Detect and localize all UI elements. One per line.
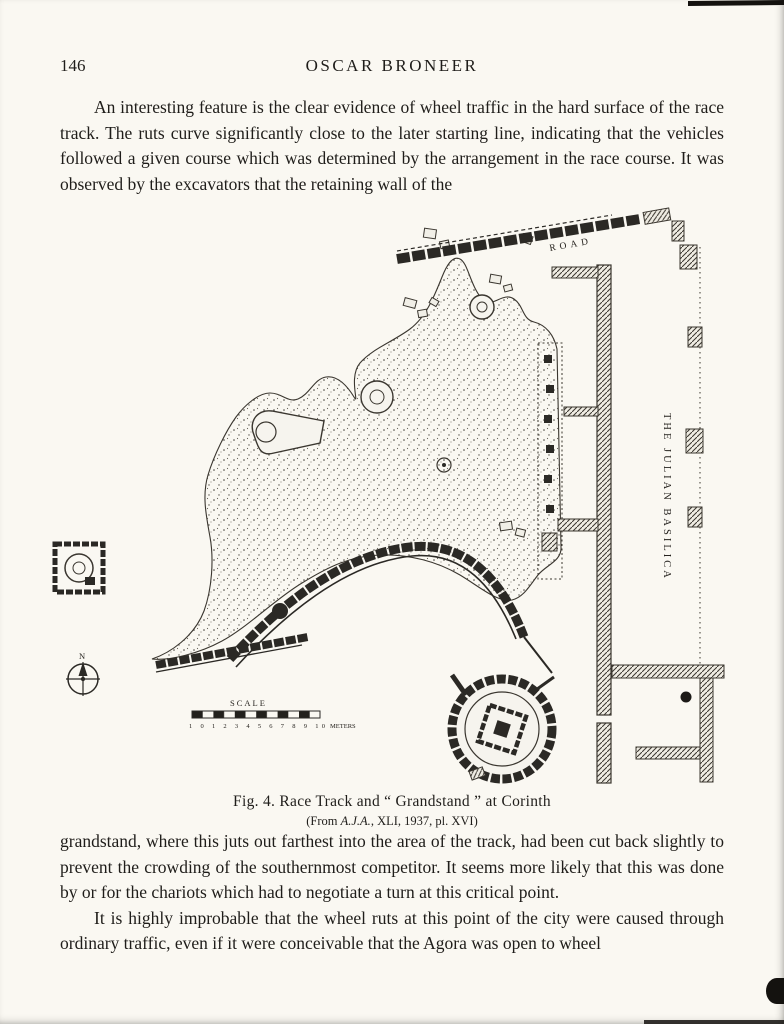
- paragraph-2: grandstand, where this juts out farthest…: [60, 831, 724, 902]
- figure-source: (From A.J.A., XLI, 1937, pl. XVI): [0, 814, 784, 829]
- scan-artifact-bottom-right: [766, 978, 784, 1004]
- circular-features: [360, 294, 495, 473]
- scale-title: SCALE: [230, 698, 267, 708]
- running-head: OSCAR BRONEER: [305, 56, 479, 75]
- figure-caption-block: Fig. 4. Race Track and “ Grandstand ” at…: [0, 793, 784, 829]
- figure-source-prefix: (From: [306, 814, 341, 828]
- basilica-label: THE JULIAN BASILICA: [661, 413, 672, 581]
- page-number: 146: [60, 56, 86, 75]
- scale-bar: SCALE 1 0 1 2 3 4 5 6 7 8 9 10 METERS: [189, 698, 356, 730]
- compass-north-label: N: [79, 651, 87, 661]
- figure-source-journal: A.J.A.: [340, 814, 371, 828]
- starting-line: [537, 342, 563, 580]
- road: ROAD: [396, 207, 685, 264]
- circular-structure: [447, 673, 557, 784]
- figure-caption: Fig. 4. Race Track and “ Grandstand ” at…: [233, 793, 551, 810]
- grandstand-arc: [226, 541, 553, 674]
- southwest-wall: [155, 633, 309, 673]
- scale-unit: METERS: [330, 723, 356, 730]
- page-header: 146 OSCAR BRONEER: [0, 56, 784, 78]
- west-structure: [52, 541, 106, 595]
- figure-source-suffix: , XLI, 1937, pl. XVI): [370, 814, 478, 828]
- scan-artifact-top-right: [688, 0, 784, 7]
- body-copy: An interesting feature is the clear evid…: [60, 95, 724, 197]
- scan-artifact-bottom-edge: [644, 1020, 784, 1024]
- julian-basilica: THE JULIAN BASILICA: [551, 244, 725, 784]
- funnel-structure: [251, 410, 325, 455]
- road-label: ROAD: [549, 237, 593, 254]
- body-copy-lower: grandstand, where this juts out farthest…: [60, 829, 724, 957]
- race-track-area: [151, 257, 562, 660]
- compass-rose: N: [66, 651, 100, 696]
- paragraph-1: An interesting feature is the clear evid…: [60, 97, 724, 194]
- site-plan-drawing: ROAD THE JULIAN BASILICA: [52, 207, 725, 784]
- figure-block: ROAD THE JULIAN BASILICA: [0, 207, 784, 829]
- scale-numbers: 1 0 1 2 3 4 5 6 7 8 9 10: [189, 723, 325, 730]
- paragraph-3: It is highly improbable that the wheel r…: [60, 907, 724, 954]
